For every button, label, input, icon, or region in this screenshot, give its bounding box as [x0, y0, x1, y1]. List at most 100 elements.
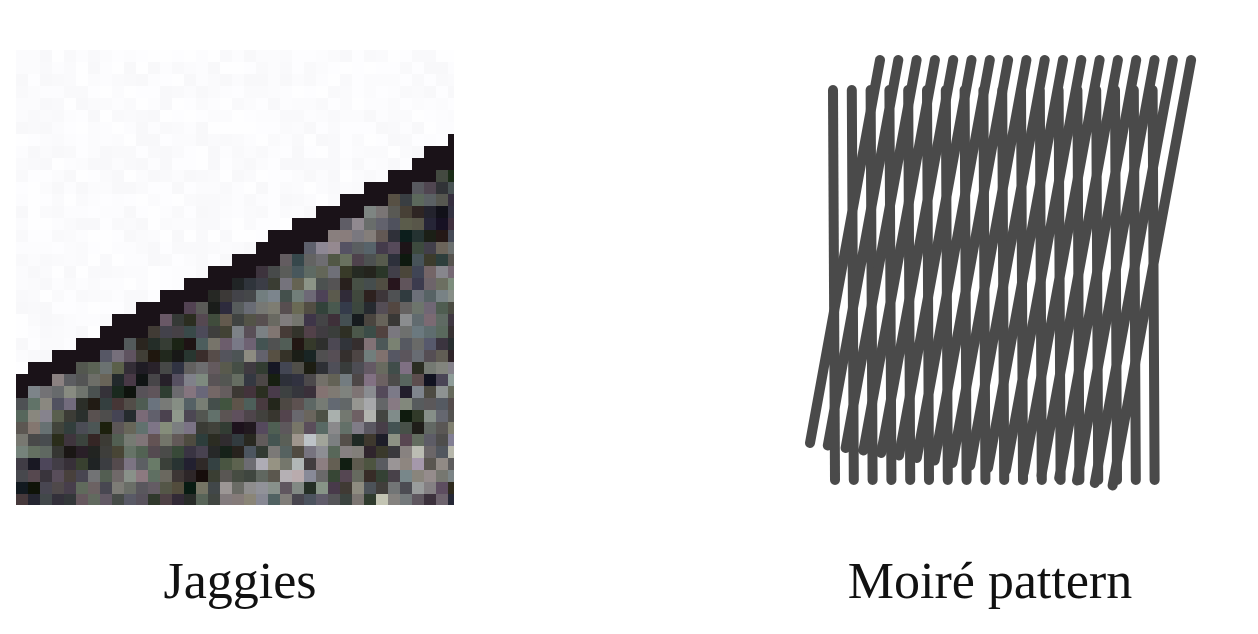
jaggies-pixel — [40, 50, 52, 62]
jaggies-pixel — [352, 122, 364, 134]
jaggies-pixel — [52, 410, 64, 422]
jaggies-pixel — [160, 122, 172, 134]
jaggies-illustration — [16, 50, 454, 505]
jaggies-pixel — [232, 386, 244, 398]
jaggies-pixel — [448, 242, 454, 254]
jaggies-pixel — [448, 62, 454, 74]
jaggies-pixel — [388, 182, 400, 194]
jaggies-pixel — [424, 278, 436, 290]
jaggies-pixel — [136, 146, 148, 158]
jaggies-pixel — [424, 230, 436, 242]
jaggies-pixel — [136, 338, 148, 350]
jaggies-pixel — [196, 398, 208, 410]
jaggies-pixel — [376, 62, 388, 74]
moire-line — [911, 55, 995, 463]
jaggies-pixel — [268, 470, 280, 482]
jaggies-pixel — [184, 446, 196, 458]
jaggies-pixel — [112, 134, 124, 146]
jaggies-pixel — [244, 254, 256, 266]
jaggies-pixel — [196, 458, 208, 470]
jaggies-pixel — [268, 434, 280, 446]
jaggies-pixel — [364, 134, 376, 146]
jaggies-pixel — [364, 206, 376, 218]
jaggies-pixel — [16, 146, 28, 158]
jaggies-pixel — [76, 458, 88, 470]
jaggies-pixel — [424, 206, 436, 218]
jaggies-pixel — [232, 182, 244, 194]
jaggies-pixel — [328, 350, 340, 362]
jaggies-pixel — [436, 86, 448, 98]
jaggies-pixel — [316, 242, 328, 254]
jaggies-pixel — [364, 482, 376, 494]
jaggies-pixel — [88, 206, 100, 218]
jaggies-pixel — [352, 482, 364, 494]
jaggies-pixel — [112, 350, 124, 362]
jaggies-pixel — [292, 326, 304, 338]
jaggies-pixel — [196, 482, 208, 494]
jaggies-pixel — [64, 170, 76, 182]
jaggies-pixel — [268, 194, 280, 206]
jaggies-pixel — [400, 446, 412, 458]
jaggies-pixel — [352, 434, 364, 446]
jaggies-pixel — [316, 110, 328, 122]
jaggies-pixel — [376, 338, 388, 350]
jaggies-pixel — [184, 278, 196, 290]
jaggies-pixel — [388, 326, 400, 338]
jaggies-pixel — [256, 170, 268, 182]
jaggies-pixel — [40, 110, 52, 122]
jaggies-pixel — [280, 62, 292, 74]
jaggies-pixel — [436, 230, 448, 242]
jaggies-pixel — [64, 122, 76, 134]
jaggies-pixel — [220, 290, 232, 302]
jaggies-pixel — [208, 170, 220, 182]
jaggies-pixel — [328, 266, 340, 278]
jaggies-pixel — [316, 326, 328, 338]
jaggies-pixel — [220, 146, 232, 158]
jaggies-pixel — [400, 386, 412, 398]
jaggies-pixel — [172, 158, 184, 170]
jaggies-pixel — [28, 98, 40, 110]
jaggies-pixel — [424, 290, 436, 302]
jaggies-pixel — [208, 206, 220, 218]
jaggies-pixel — [136, 434, 148, 446]
jaggies-pixel — [64, 266, 76, 278]
jaggies-pixel — [448, 350, 454, 362]
moire-line — [947, 55, 1032, 468]
jaggies-pixel — [340, 326, 352, 338]
jaggies-pixel — [424, 314, 436, 326]
jaggies-pixel — [208, 338, 220, 350]
jaggies-pixel — [100, 362, 112, 374]
jaggies-pixel — [208, 98, 220, 110]
jaggies-pixel — [388, 134, 400, 146]
jaggies-pixel — [112, 494, 124, 505]
jaggies-pixel — [28, 194, 40, 206]
jaggies-pixel — [280, 122, 292, 134]
jaggies-pixel — [148, 74, 160, 86]
jaggies-pixel — [76, 494, 88, 505]
jaggies-pixel — [304, 278, 316, 290]
jaggies-pixel — [292, 338, 304, 350]
jaggies-pixel — [292, 386, 304, 398]
jaggies-pixel — [256, 182, 268, 194]
jaggies-pixel — [40, 266, 52, 278]
jaggies-pixel — [184, 62, 196, 74]
jaggies-pixel — [160, 494, 172, 505]
jaggies-pixel — [88, 218, 100, 230]
jaggies-pixel — [124, 194, 136, 206]
jaggies-pixel — [280, 386, 292, 398]
jaggies-pixel — [160, 110, 172, 122]
jaggies-pixel — [184, 362, 196, 374]
jaggies-pixel — [88, 374, 100, 386]
jaggies-pixel — [448, 98, 454, 110]
jaggies-pixel — [112, 50, 124, 62]
moire-line — [965, 55, 1050, 471]
jaggies-pixel — [232, 206, 244, 218]
jaggies-pixel — [160, 254, 172, 266]
jaggies-pixel — [160, 134, 172, 146]
jaggies-pixel — [388, 434, 400, 446]
jaggies-pixel — [352, 62, 364, 74]
jaggies-pixel — [352, 314, 364, 326]
jaggies-pixel — [436, 386, 448, 398]
jaggies-pixel — [424, 398, 436, 410]
jaggies-pixel — [124, 458, 136, 470]
